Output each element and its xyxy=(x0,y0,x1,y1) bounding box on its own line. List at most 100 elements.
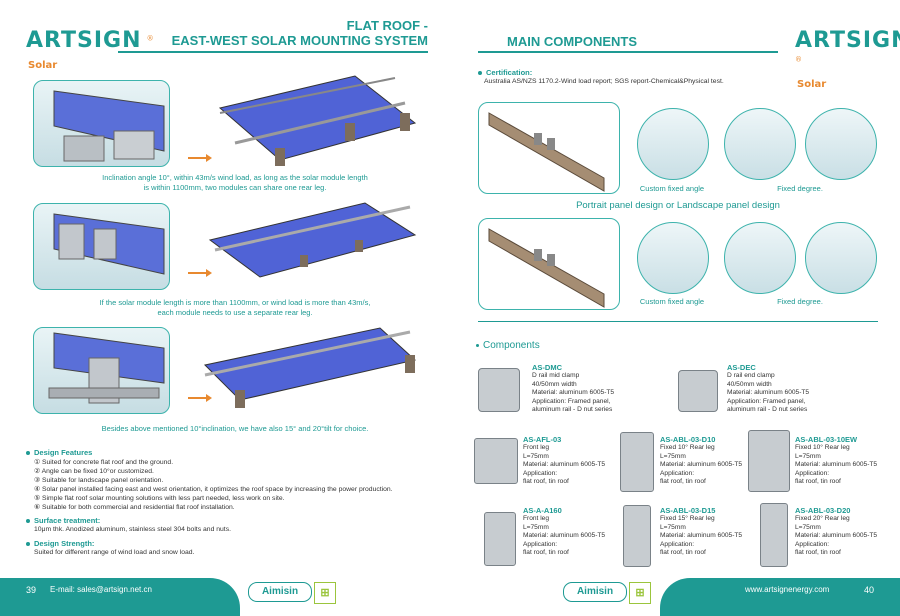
component-code: AS-ABL-03-D15 xyxy=(660,506,716,515)
detail-circle-1 xyxy=(637,108,709,180)
bullet-icon xyxy=(26,519,30,524)
strength-heading: Design Strength: xyxy=(26,539,446,548)
rail-photo-2 xyxy=(478,218,620,310)
right-title-rule xyxy=(478,51,778,53)
desc-line: Application: xyxy=(523,540,558,548)
feature-item: ④ Solar panel installed facing east and … xyxy=(34,486,393,493)
footer-left-band xyxy=(0,578,240,616)
brand-reg: ® xyxy=(795,55,802,64)
right-page-title: MAIN COMPONENTS xyxy=(507,34,637,49)
desc-line: flat roof, tin roof xyxy=(523,549,569,557)
design-features-heading: Design Features xyxy=(26,448,446,457)
dk-mark-icon-right: ⊞ xyxy=(629,582,651,604)
a160-part-icon xyxy=(484,512,516,566)
feature-item: ③ Suitable for landscape panel orientati… xyxy=(34,477,164,484)
component-abl-d15: AS-ABL-03-D15 Fixed 15° Rear leg L=75mm … xyxy=(660,506,790,558)
feature-item: ② Angle can be fixed 10°or customized. xyxy=(34,468,154,475)
title-line1: FLAT ROOF - xyxy=(346,18,428,33)
system-illustration-3 xyxy=(203,327,417,408)
system-render-2 xyxy=(205,195,420,290)
strength-text: Suited for different range of wind load … xyxy=(34,549,195,556)
component-afl: AS-AFL-03 Front leg L=75mm Material: alu… xyxy=(523,435,653,487)
component-code: AS-A-A160 xyxy=(523,506,562,515)
detail-circle-4 xyxy=(637,222,709,294)
design-features: Design Features ① Suited for concrete fl… xyxy=(26,448,446,557)
desc-line: D rail mid clamp xyxy=(532,372,580,379)
left-title-rule xyxy=(118,51,428,53)
footer-email[interactable]: E-mail: sales@artsign.net.cn xyxy=(50,585,152,594)
page-number-left: 39 xyxy=(26,585,37,595)
component-a160: AS-A-A160 Front leg L=75mm Material: alu… xyxy=(523,506,653,558)
desc-line: Application: Framed panel, xyxy=(727,397,806,405)
desc-line: Fixed 15° Rear leg xyxy=(660,515,715,522)
component-desc: Fixed 15° Rear leg L=75mm Material: alum… xyxy=(660,515,790,558)
desc-line: Front leg xyxy=(523,515,550,522)
afl-part-icon xyxy=(474,438,518,484)
desc-line: Front leg xyxy=(523,444,550,451)
desc-line: flat roof, tin roof xyxy=(795,549,841,557)
design-features-heading-text: Design Features xyxy=(34,448,93,457)
desc-line: 40/50mm width xyxy=(532,380,577,388)
bullet-icon xyxy=(26,542,30,547)
component-desc: D rail end clamp 40/50mm width Material:… xyxy=(727,372,887,415)
dk-mark-icon-left: ⊞ xyxy=(314,582,336,604)
component-abl-d20: AS-ABL-03-D20 Fixed 20° Rear leg L=75mm … xyxy=(795,506,895,558)
component-abl-d10: AS-ABL-03-D10 Fixed 10° Rear leg L=75mm … xyxy=(660,435,790,487)
feature-item: ⑥ Suitable for both commercial and resid… xyxy=(34,504,235,511)
abl-d15-part-icon xyxy=(623,505,651,567)
bullet-icon xyxy=(478,71,482,76)
panel-design-title: Portrait panel design or Landscape panel… xyxy=(576,200,780,211)
desc-line: Material: aluminum 6005-T5 xyxy=(795,532,878,540)
aimisin-text: Aimisin xyxy=(261,586,299,597)
desc-line: Application: xyxy=(795,540,830,548)
system-illustration-2 xyxy=(208,202,417,278)
caption-1: Inclination angle 10°, within 43m/s wind… xyxy=(60,173,410,193)
footer-website[interactable]: www.artsignenergy.com xyxy=(745,585,830,594)
surface-text: 10μm thk. Anodized aluminum, stainless s… xyxy=(34,526,231,533)
caption-2: If the solar module length is more than … xyxy=(60,298,410,318)
desc-line: Material: aluminum 6005-T5 xyxy=(660,461,743,469)
component-desc: Front leg L=75mm Material: aluminum 6005… xyxy=(523,444,653,487)
detail-circle-3 xyxy=(805,108,877,180)
desc-line: aluminum rail - D nut series xyxy=(532,406,613,414)
certification-text: Australia AS/NZS 1170.2-Wind load report… xyxy=(484,78,724,85)
brand-name: ARTSIGN xyxy=(795,28,900,53)
feature-item: ⑤ Simple flat roof solar mounting soluti… xyxy=(34,495,285,502)
desc-line: Material: aluminum 6005-T5 xyxy=(795,461,878,469)
desc-line: Fixed 10° Rear leg xyxy=(795,444,850,451)
system-render-3 xyxy=(200,320,420,415)
detail-illustration-2 xyxy=(53,213,165,275)
row1-label-fixed: Fixed degree. xyxy=(777,184,823,193)
component-code: AS-ABL-03-D20 xyxy=(795,506,851,515)
desc-line: flat roof, tin roof xyxy=(795,478,841,486)
surface-heading-text: Surface treatment: xyxy=(34,516,101,525)
detail-circle-6 xyxy=(805,222,877,294)
component-code: AS-AFL-03 xyxy=(523,435,562,444)
desc-line: Material: aluminum 6005-T5 xyxy=(523,532,606,540)
desc-line: Application: xyxy=(660,469,695,477)
caption-1-line2: is within 1100mm, two modules can share … xyxy=(143,183,327,192)
certification-heading-text: Certification: xyxy=(486,68,533,77)
row1-label-custom: Custom fixed angle xyxy=(639,184,705,193)
brand-reg: ® xyxy=(146,34,154,43)
rail-photo-1 xyxy=(478,102,620,194)
component-dec: AS-DEC D rail end clamp 40/50mm width Ma… xyxy=(727,363,887,415)
desc-line: Application: xyxy=(795,469,830,477)
desc-line: Application: xyxy=(660,540,695,548)
caption-2-line2: each module needs to use a separate rear… xyxy=(157,308,313,317)
desc-line: aluminum rail - D nut series xyxy=(727,406,808,414)
component-dmc: AS-DMC D rail mid clamp 40/50mm width Ma… xyxy=(532,363,712,415)
abl-d20-part-icon xyxy=(760,503,788,567)
desc-line: Application: xyxy=(523,469,558,477)
dec-part-icon xyxy=(678,370,718,412)
caption-3-line1: Besides above mentioned 10°inclination, … xyxy=(101,424,369,433)
desc-line: 40/50mm width xyxy=(727,380,772,388)
system-render-1 xyxy=(205,68,420,168)
design-features-list: ① Suited for concrete flat roof and the … xyxy=(34,458,446,512)
desc-line: flat roof, tin roof xyxy=(523,478,569,486)
desc-line: D rail end clamp xyxy=(727,372,775,379)
footer-right-band xyxy=(660,578,900,616)
row2-label-fixed: Fixed degree. xyxy=(777,297,823,306)
caption-3: Besides above mentioned 10°inclination, … xyxy=(60,424,410,434)
detail-photo-1 xyxy=(33,80,170,167)
